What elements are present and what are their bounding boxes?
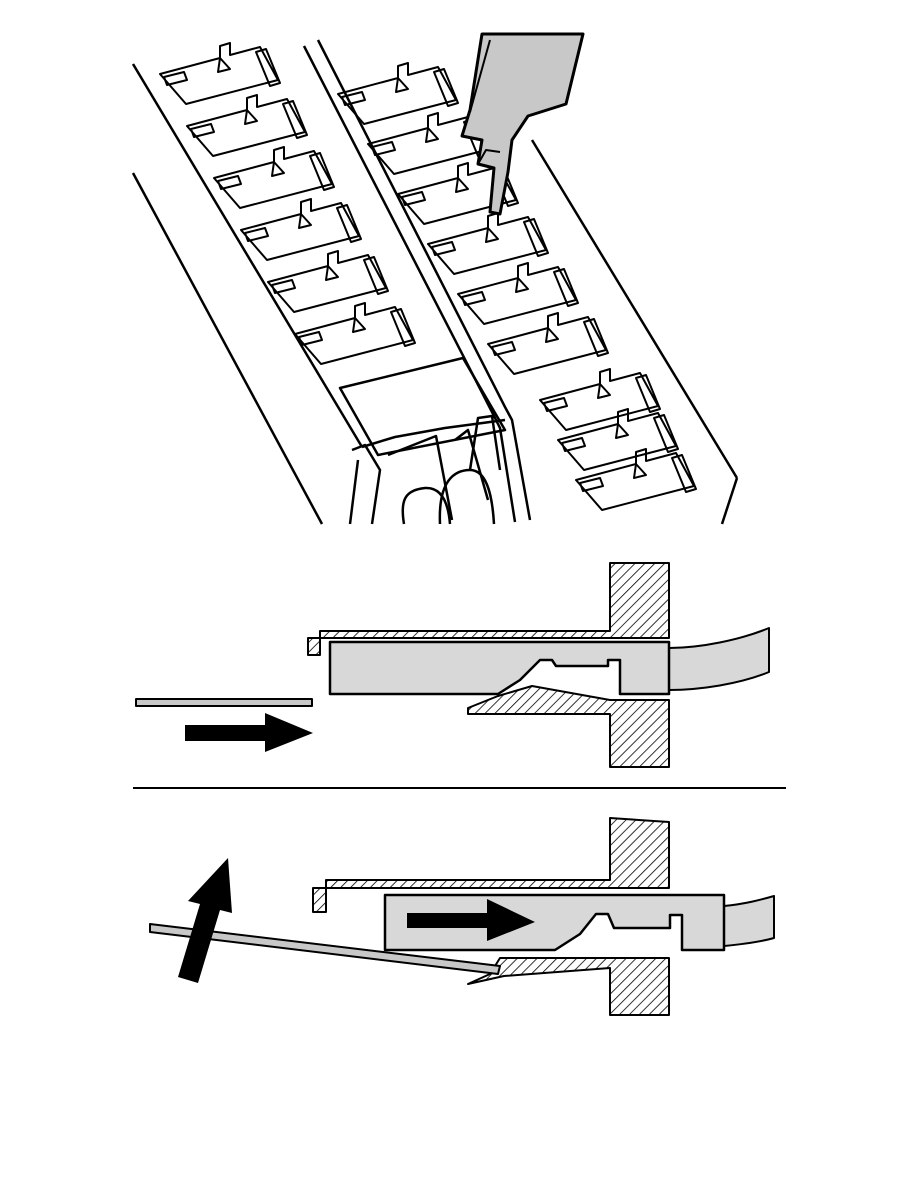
housing-upper-wall <box>307 562 670 656</box>
large-cavity <box>338 356 507 457</box>
connector-overview-panel <box>131 32 739 525</box>
terminal-cavity <box>367 112 489 175</box>
terminal-locked-panel <box>135 562 770 768</box>
connector-left-edge <box>131 63 364 448</box>
release-tool <box>460 32 585 216</box>
terminal-cavity <box>213 146 335 209</box>
cavity-column-right <box>337 62 697 511</box>
push-arrow <box>185 713 313 752</box>
cavity-column-left <box>159 42 416 365</box>
terminal-released-panel <box>149 817 775 1016</box>
terminal-cavity <box>159 42 281 105</box>
terminal-cavity <box>427 212 549 275</box>
terminal-body <box>328 640 671 696</box>
terminal-cavity <box>186 94 308 157</box>
terminal-cavity <box>557 408 679 471</box>
connector-right-edge <box>530 139 739 479</box>
center-divider <box>316 39 532 521</box>
terminal-exit-arrow <box>407 899 535 941</box>
terminal-cavity <box>337 62 459 125</box>
lift-arrow <box>178 858 232 983</box>
terminal-cavity <box>539 368 661 431</box>
housing-upper-wall <box>312 817 670 913</box>
housing-lower-wall <box>467 685 670 768</box>
terminal-cavity <box>240 198 362 261</box>
wire <box>723 895 775 947</box>
terminal-cavity <box>294 302 416 365</box>
terminal-cavity <box>575 448 697 511</box>
release-tool-blade <box>135 698 313 707</box>
terminal-cavity <box>267 250 389 313</box>
wire <box>668 627 770 691</box>
terminal-body <box>383 893 726 952</box>
terminal-cavity <box>397 162 519 225</box>
terminal-cavity <box>487 312 609 375</box>
wire-bundle <box>348 414 502 525</box>
connector-side-edge <box>131 172 324 525</box>
terminal-cavity <box>457 262 579 325</box>
release-tool-body <box>460 32 585 216</box>
release-tool-blade <box>149 923 501 975</box>
